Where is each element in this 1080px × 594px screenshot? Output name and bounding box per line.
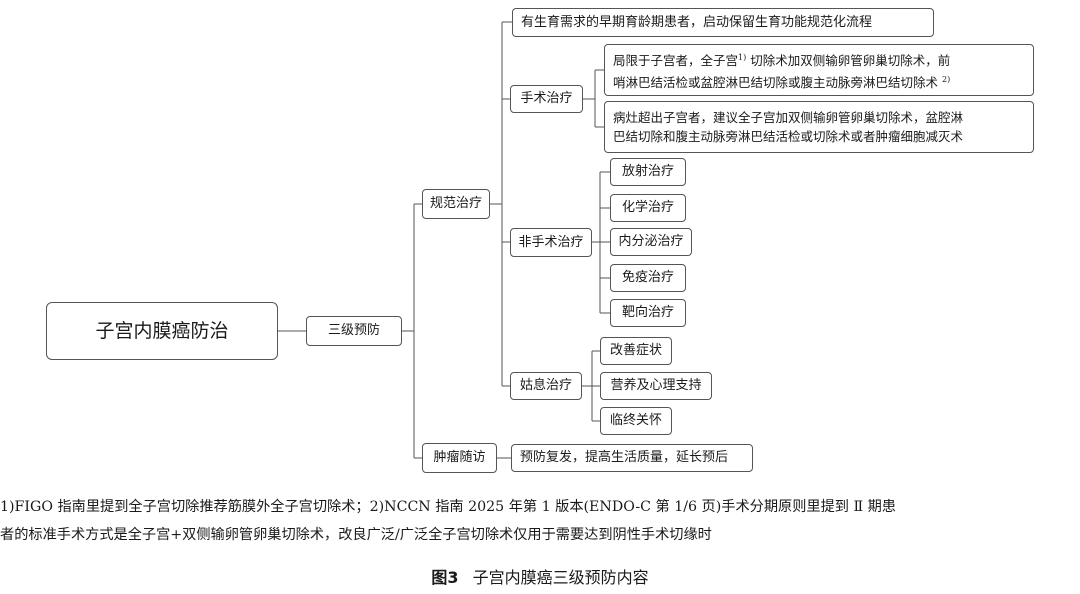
hospice-care-node: 临终关怀 bbox=[600, 407, 672, 435]
surgery-b-line1: 病灶超出子宫者，建议全子宫加双侧输卵管卵巢切除术，盆腔淋 bbox=[613, 110, 964, 125]
figure-number: 图3 bbox=[431, 568, 459, 587]
immunotherapy-node: 免疫治疗 bbox=[610, 264, 686, 292]
standard-treatment-node: 规范治疗 bbox=[422, 189, 490, 219]
palliative-node: 姑息治疗 bbox=[510, 372, 582, 400]
chemotherapy-node: 化学治疗 bbox=[610, 194, 686, 222]
fertility-node: 有生育需求的早期育龄期患者，启动保留生育功能规范化流程 bbox=[512, 8, 934, 37]
tier-node: 三级预防 bbox=[306, 316, 402, 346]
surgery-option-localized: 局限于子宫者，全子宫1) 切除术加双侧输卵管卵巢切除术，前 哨淋巴结活检或盆腔淋… bbox=[604, 44, 1034, 96]
footnote-ref-1: 1) bbox=[738, 52, 747, 62]
surgery-a-line1-pre: 局限于子宫者，全子宫 bbox=[613, 53, 739, 68]
surgery-option-extended: 病灶超出子宫者，建议全子宫加双侧输卵管卵巢切除术，盆腔淋 巴结切除和腹主动脉旁淋… bbox=[604, 101, 1034, 153]
footnote-ref-2: 2) bbox=[942, 75, 951, 84]
endocrine-therapy-node: 内分泌治疗 bbox=[610, 228, 692, 256]
root-node: 子宫内膜癌防治 bbox=[46, 302, 278, 360]
surgery-option-localized-text: 局限于子宫者，全子宫1) 切除术加双侧输卵管卵巢切除术，前 哨淋巴结活检或盆腔淋… bbox=[613, 48, 950, 92]
nutrition-support-node: 营养及心理支持 bbox=[600, 372, 712, 400]
follow-up-node: 肿瘤随访 bbox=[422, 443, 497, 473]
surgery-a-line1-post: 切除术加双侧输卵管卵巢切除术，前 bbox=[746, 53, 951, 68]
connector-lines bbox=[278, 21, 610, 459]
footnote-line-1: 1)FIGO 指南里提到全子宫切除推荐筋膜外全子宫切除术；2)NCCN 指南 2… bbox=[0, 499, 896, 515]
surgery-a-line2: 哨淋巴结活检或盆腔淋巴结切除或腹主动脉旁淋巴结切除术 bbox=[613, 75, 939, 91]
surgery-node: 手术治疗 bbox=[510, 85, 583, 113]
surgery-option-extended-text: 病灶超出子宫者，建议全子宫加双侧输卵管卵巢切除术，盆腔淋 巴结切除和腹主动脉旁淋… bbox=[613, 108, 963, 146]
symptom-relief-node: 改善症状 bbox=[600, 337, 672, 365]
figure-caption: 图3 子宫内膜癌三级预防内容 bbox=[0, 564, 1080, 588]
figure-title: 子宫内膜癌三级预防内容 bbox=[472, 568, 649, 587]
follow-up-goal-node: 预防复发，提高生活质量，延长预后 bbox=[511, 444, 753, 472]
surgery-b-line2: 巴结切除和腹主动脉旁淋巴结活检或切除术或者肿瘤细胞减灭术 bbox=[613, 129, 964, 144]
radiation-node: 放射治疗 bbox=[610, 158, 686, 186]
targeted-therapy-node: 靶向治疗 bbox=[610, 299, 686, 327]
footnote-line-2: 者的标准手术方式是全子宫+双侧输卵管卵巢切除术，改良广泛/广泛全子宫切除术仅用于… bbox=[0, 527, 712, 543]
non-surgery-node: 非手术治疗 bbox=[510, 228, 592, 257]
